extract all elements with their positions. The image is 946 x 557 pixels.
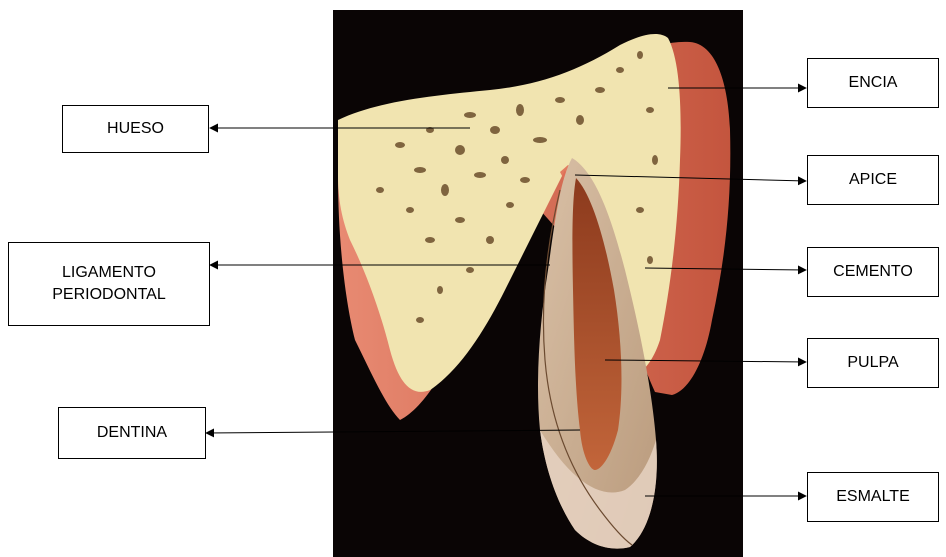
label-hueso-text: HUESO <box>107 118 164 140</box>
label-apice-text: APICE <box>849 169 897 191</box>
label-ligamento-periodontal: LIGAMENTO PERIODONTAL <box>8 242 210 326</box>
label-encia: ENCIA <box>807 58 939 108</box>
label-cemento-text: CEMENTO <box>833 261 913 283</box>
label-esmalte-text: ESMALTE <box>836 486 910 508</box>
label-dentina: DENTINA <box>58 407 206 459</box>
label-encia-text: ENCIA <box>849 72 898 94</box>
label-ligamento-line2: PERIODONTAL <box>52 284 166 306</box>
label-hueso: HUESO <box>62 105 209 153</box>
label-ligamento-line1: LIGAMENTO <box>52 262 166 284</box>
label-pulpa-text: PULPA <box>847 352 898 374</box>
label-esmalte: ESMALTE <box>807 472 939 522</box>
label-cemento: CEMENTO <box>807 247 939 297</box>
label-pulpa: PULPA <box>807 338 939 388</box>
label-dentina-text: DENTINA <box>97 422 167 444</box>
label-apice: APICE <box>807 155 939 205</box>
